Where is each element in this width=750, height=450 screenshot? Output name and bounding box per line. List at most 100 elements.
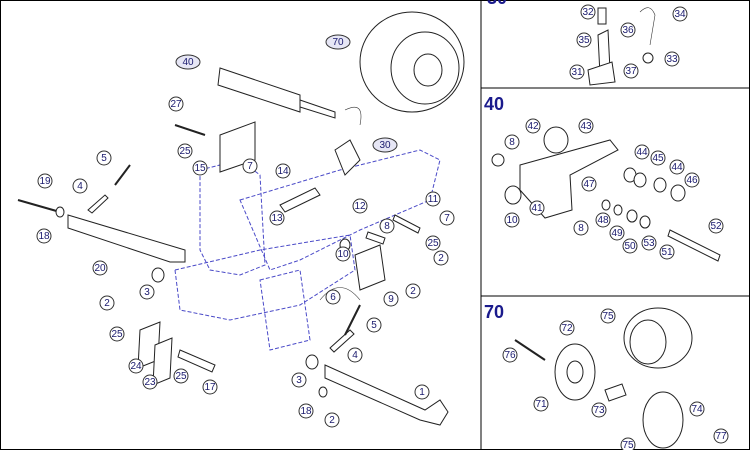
handle-31	[587, 61, 616, 86]
callout-1[interactable]: 1	[414, 384, 430, 400]
callout-label: 5	[101, 153, 107, 164]
callout-2c[interactable]: 2	[324, 412, 340, 428]
callout-label: 14	[277, 166, 289, 177]
callout-19[interactable]: 19	[37, 173, 53, 189]
callout-10[interactable]: 10	[335, 246, 351, 262]
callout-20[interactable]: 20	[92, 260, 108, 276]
callout-label: 2	[410, 286, 416, 297]
callout-14[interactable]: 14	[275, 163, 291, 179]
callout-10-s40[interactable]: 10	[504, 212, 520, 228]
callout-48[interactable]: 48	[595, 212, 611, 228]
callout-11[interactable]: 11	[425, 191, 441, 207]
callout-77[interactable]: 77	[713, 428, 729, 444]
callout-32[interactable]: 32	[580, 4, 596, 20]
section-40: 40 42 43 8 44 45 44 46 47 48 49 50 53 51…	[484, 94, 724, 262]
callout-2-left[interactable]: 2	[99, 295, 115, 311]
callout-53[interactable]: 53	[641, 235, 657, 251]
callout-7[interactable]: 7	[242, 158, 258, 174]
callout-4b[interactable]: 4	[347, 347, 363, 363]
callout-45[interactable]: 45	[650, 150, 666, 166]
ring-49	[613, 204, 623, 216]
callout-13[interactable]: 13	[269, 210, 285, 226]
bracket-9	[354, 244, 386, 291]
callout-35[interactable]: 35	[576, 32, 592, 48]
callout-47[interactable]: 47	[581, 176, 597, 192]
callout-51[interactable]: 51	[659, 244, 675, 260]
callout-8[interactable]: 8	[379, 218, 395, 234]
callout-8b[interactable]: 8	[573, 220, 589, 236]
callout-8-s40[interactable]: 8	[504, 134, 520, 150]
callout-36[interactable]: 36	[620, 22, 636, 38]
callout-18[interactable]: 18	[36, 228, 52, 244]
callout-label: 24	[130, 361, 142, 372]
callout-25d[interactable]: 25	[173, 368, 189, 384]
callout-37[interactable]: 37	[623, 63, 639, 79]
callout-49[interactable]: 49	[609, 225, 625, 241]
callout-42[interactable]: 42	[525, 118, 541, 134]
callout-30[interactable]: 30	[372, 137, 398, 153]
callout-4[interactable]: 4	[72, 178, 88, 194]
callout-label: 50	[624, 241, 636, 252]
callout-72[interactable]: 72	[559, 320, 575, 336]
callout-6[interactable]: 6	[325, 289, 341, 305]
callout-label: 52	[710, 221, 722, 232]
callout-52[interactable]: 52	[708, 218, 724, 234]
callout-31[interactable]: 31	[569, 64, 585, 80]
callout-3b[interactable]: 3	[291, 372, 307, 388]
callout-9[interactable]: 9	[383, 291, 399, 307]
callout-73[interactable]: 73	[591, 402, 607, 418]
bolts-76	[514, 339, 546, 361]
callout-40[interactable]: 40	[175, 54, 201, 70]
callout-25c[interactable]: 25	[109, 326, 125, 342]
callout-74[interactable]: 74	[689, 401, 705, 417]
callout-17[interactable]: 17	[202, 379, 218, 395]
callout-label: 70	[332, 37, 344, 48]
callout-label: 46	[686, 175, 698, 186]
callout-label: 73	[593, 405, 605, 416]
callout-25b[interactable]: 25	[425, 235, 441, 251]
callout-15[interactable]: 15	[192, 160, 208, 176]
rim-75b	[642, 391, 684, 449]
callout-label: 30	[379, 140, 391, 151]
callout-7b[interactable]: 7	[439, 210, 455, 226]
callout-label: 2	[329, 415, 335, 426]
callout-44[interactable]: 44	[634, 144, 650, 160]
callout-71[interactable]: 71	[533, 396, 549, 412]
callout-34[interactable]: 34	[672, 6, 688, 22]
bolt-5	[114, 164, 131, 186]
callout-2b[interactable]: 2	[405, 283, 421, 299]
callout-76[interactable]: 76	[502, 347, 518, 363]
callout-75[interactable]: 75	[600, 308, 616, 324]
callout-label: 53	[643, 238, 655, 249]
callout-27[interactable]: 27	[168, 96, 184, 112]
washer-18b	[318, 386, 328, 398]
callout-70[interactable]: 70	[325, 34, 351, 50]
callout-3[interactable]: 3	[139, 284, 155, 300]
callout-25[interactable]: 25	[177, 143, 193, 159]
pin-34	[639, 7, 656, 46]
callout-33[interactable]: 33	[664, 51, 680, 67]
callout-44b[interactable]: 44	[669, 159, 685, 175]
callout-24[interactable]: 24	[128, 358, 144, 374]
callout-5[interactable]: 5	[96, 150, 112, 166]
callout-label: 10	[337, 249, 349, 260]
callout-23[interactable]: 23	[142, 374, 158, 390]
bolt-19	[17, 199, 61, 213]
section-30-title: 30	[487, 0, 507, 8]
callout-75b[interactable]: 75	[620, 437, 636, 450]
callout-50[interactable]: 50	[622, 238, 638, 254]
callout-12[interactable]: 12	[352, 198, 368, 214]
callout-18b[interactable]: 18	[298, 403, 314, 419]
callout-41[interactable]: 41	[529, 200, 545, 216]
callout-label: 40	[182, 57, 194, 68]
callout-43[interactable]: 43	[578, 118, 594, 134]
callout-label: 45	[652, 153, 664, 164]
seal-10	[504, 185, 522, 205]
callout-5b[interactable]: 5	[366, 317, 382, 333]
spacer-3b	[305, 354, 319, 370]
callout-2[interactable]: 2	[433, 250, 449, 266]
callout-label: 49	[611, 228, 623, 239]
callout-46[interactable]: 46	[684, 172, 700, 188]
main-callouts: 70 40 30 27 25 15 5 4 19 18 20 7 14 13 1…	[36, 34, 455, 428]
